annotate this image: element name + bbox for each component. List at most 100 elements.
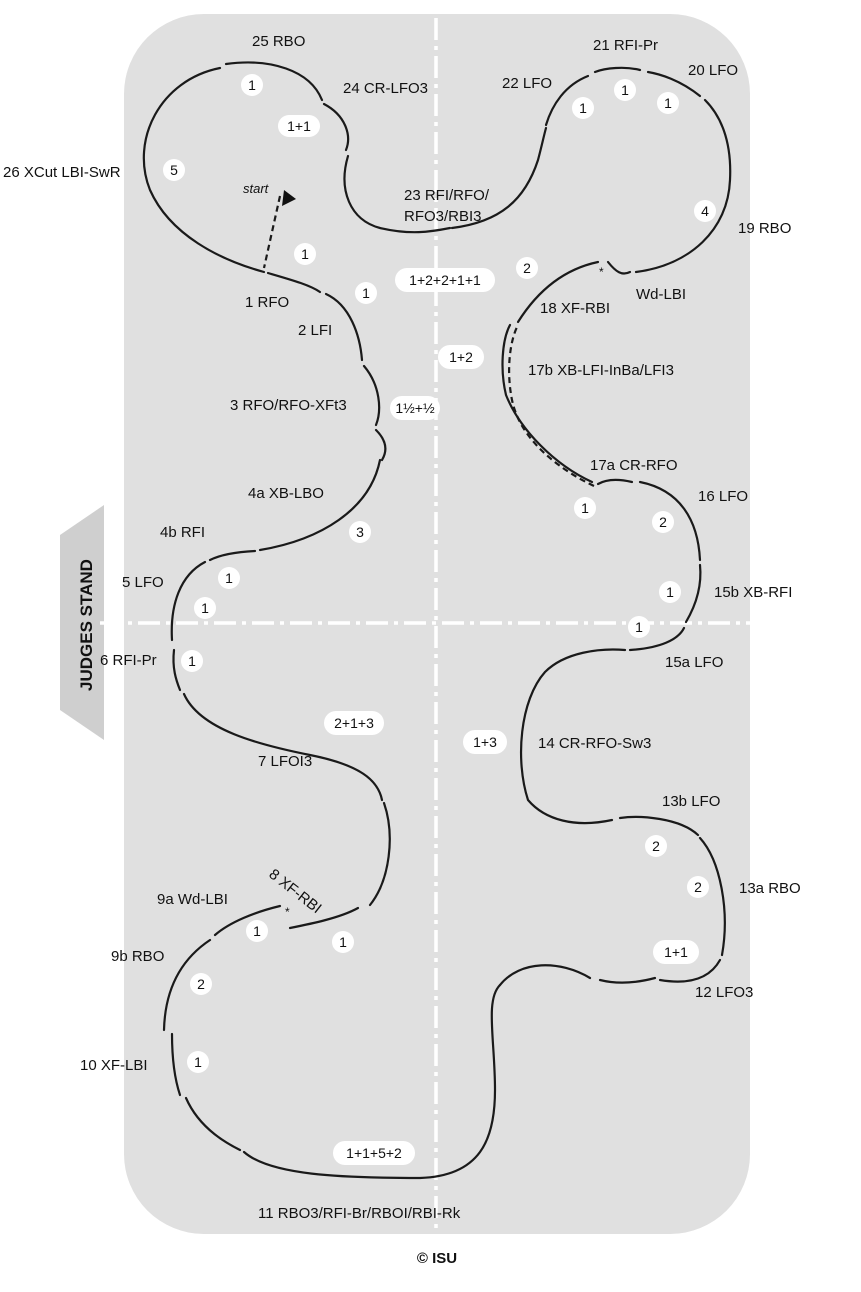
svg-text:5: 5 (170, 162, 178, 178)
svg-text:1+2+2+1+1: 1+2+2+1+1 (409, 272, 481, 288)
count-bubbles: 1 1+1 5 1 1 1½+½ 3 1 1 1 2+1+3 1 1 2 1 1… (163, 74, 716, 1165)
count-bubble: 1+1 (278, 115, 320, 137)
svg-text:2+1+3: 2+1+3 (334, 715, 374, 731)
svg-text:2: 2 (694, 879, 702, 895)
count-bubble: 1 (574, 497, 596, 519)
svg-text:1: 1 (201, 600, 209, 616)
count-bubble: 2 (645, 835, 667, 857)
element-label: 6 RFI-Pr (100, 652, 157, 669)
element-label: 10 XF-LBI (80, 1057, 148, 1074)
count-bubble: 1 (181, 650, 203, 672)
count-bubble: 1 (628, 616, 650, 638)
svg-text:1: 1 (339, 934, 347, 950)
element-label: 2 LFI (298, 322, 332, 339)
element-labels: 25 RBO 24 CR-LFO3 26 XCut LBI-SwR 23 RFI… (3, 33, 801, 1222)
svg-text:1: 1 (635, 619, 643, 635)
svg-text:2: 2 (523, 260, 531, 276)
element-label: 17b XB-LFI-InBa/LFI3 (528, 362, 674, 379)
element-label: 23 RFI/RFO/ (404, 187, 490, 204)
svg-text:1: 1 (362, 285, 370, 301)
count-bubble: 2 (652, 511, 674, 533)
svg-text:1½+½: 1½+½ (395, 400, 435, 416)
element-label: 26 XCut LBI-SwR (3, 164, 121, 181)
element-label: 18 XF-RBI (540, 300, 610, 317)
element-label: 9a Wd-LBI (157, 891, 228, 908)
count-bubble: 1 (187, 1051, 209, 1073)
svg-text:1: 1 (666, 584, 674, 600)
judges-stand-label: JUDGES STAND (77, 559, 96, 691)
element-label: 9b RBO (111, 948, 164, 965)
svg-text:3: 3 (356, 524, 364, 540)
rink-surface (124, 14, 750, 1234)
count-bubble: 1+2 (438, 345, 484, 369)
element-label: 25 RBO (252, 33, 305, 50)
svg-text:1+3: 1+3 (473, 734, 497, 750)
element-label: 17a CR-RFO (590, 457, 678, 474)
count-bubble: 1+1+5+2 (333, 1141, 415, 1165)
count-bubble: 1 (218, 567, 240, 589)
count-bubble: 2 (190, 973, 212, 995)
element-label: 11 RBO3/RFI-Br/RBOI/RBI-Rk (258, 1205, 461, 1222)
svg-text:2: 2 (659, 514, 667, 530)
svg-text:1: 1 (664, 95, 672, 111)
element-label: 13b LFO (662, 793, 720, 810)
svg-text:1+1+5+2: 1+1+5+2 (346, 1145, 402, 1161)
svg-text:1+1: 1+1 (287, 118, 311, 134)
element-label: 4b RFI (160, 524, 205, 541)
count-bubble: 1 (614, 79, 636, 101)
count-bubble: 1 (659, 581, 681, 603)
count-bubble: 1+2+2+1+1 (395, 268, 495, 292)
svg-text:*: * (285, 905, 290, 919)
element-label: 3 RFO/RFO-XFt3 (230, 397, 347, 414)
element-label: 16 LFO (698, 488, 748, 505)
svg-text:1+1: 1+1 (664, 944, 688, 960)
svg-text:1: 1 (225, 570, 233, 586)
count-bubble: 1 (246, 920, 268, 942)
element-label: 14 CR-RFO-Sw3 (538, 735, 651, 752)
count-bubble: 3 (349, 521, 371, 543)
count-bubble: 2+1+3 (324, 711, 384, 735)
element-label: 19 RBO (738, 220, 791, 237)
judges-stand-tab (60, 505, 104, 740)
svg-text:1: 1 (188, 653, 196, 669)
element-label: Wd-LBI (636, 286, 686, 303)
element-label: 7 LFOI3 (258, 753, 312, 770)
element-label: 4a XB-LBO (248, 485, 324, 502)
count-bubble: 1+1 (653, 940, 699, 964)
svg-text:2: 2 (652, 838, 660, 854)
element-label: 12 LFO3 (695, 984, 753, 1001)
count-bubble: 1 (241, 74, 263, 96)
element-label: 13a RBO (739, 880, 801, 897)
svg-text:1: 1 (621, 82, 629, 98)
svg-text:1: 1 (248, 77, 256, 93)
svg-text:2: 2 (197, 976, 205, 992)
copyright: © ISU (417, 1250, 457, 1267)
element-label: 5 LFO (122, 574, 164, 591)
element-label: 21 RFI-Pr (593, 37, 658, 54)
count-bubble: 1 (572, 97, 594, 119)
start-label: start (243, 181, 270, 196)
count-bubble: 1 (194, 597, 216, 619)
count-bubble: 1 (355, 282, 377, 304)
svg-text:*: * (599, 265, 604, 279)
count-bubble: 1 (332, 931, 354, 953)
element-label: 1 RFO (245, 294, 289, 311)
svg-text:4: 4 (701, 203, 709, 219)
count-bubble: 1 (657, 92, 679, 114)
count-bubble: 5 (163, 159, 185, 181)
svg-text:1: 1 (253, 923, 261, 939)
element-label: 22 LFO (502, 75, 552, 92)
element-label: 15b XB-RFI (714, 584, 792, 601)
svg-text:1: 1 (579, 100, 587, 116)
svg-text:1: 1 (301, 246, 309, 262)
element-label: 20 LFO (688, 62, 738, 79)
count-bubble: 2 (687, 876, 709, 898)
svg-text:1: 1 (581, 500, 589, 516)
pattern-tracing: * * (142, 61, 732, 1180)
svg-text:1: 1 (194, 1054, 202, 1070)
count-bubble: 4 (694, 200, 716, 222)
svg-text:1+2: 1+2 (449, 349, 473, 365)
count-bubble: 1 (294, 243, 316, 265)
element-label: 15a LFO (665, 654, 723, 671)
